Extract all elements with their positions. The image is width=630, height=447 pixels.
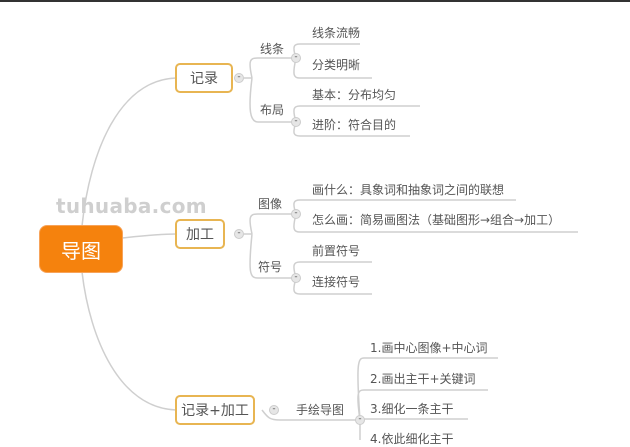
collapse-toggle-buju[interactable]: -: [291, 117, 301, 127]
connector-jiagong-sub: [244, 213, 296, 279]
main-topic-jilu[interactable]: 记录: [175, 63, 233, 93]
leaf-topic[interactable]: 进阶：符合目的: [312, 118, 397, 132]
collapse-toggle-jilu[interactable]: -: [234, 73, 244, 83]
connector-root-jilu: [81, 77, 177, 227]
leaf-topic[interactable]: 2.画出主干+关键词: [370, 372, 476, 386]
watermark-text: tuhuaba.com: [56, 194, 207, 218]
leaf-topic[interactable]: 1.画中心图像+中心词: [370, 341, 488, 355]
subtopic-tuxiang[interactable]: 图像: [258, 197, 283, 211]
main-topic-jiagong[interactable]: 加工: [175, 219, 225, 249]
subtopic-xiantiao[interactable]: 线条: [260, 42, 285, 56]
connector-root-jilujiagong: [81, 271, 177, 411]
subtopic-shouhui[interactable]: 手绘导图: [296, 403, 345, 417]
connector-jjg-sub: [261, 409, 356, 421]
connector-root-jiagong: [121, 233, 177, 239]
collapse-toggle-jiagong[interactable]: -: [234, 229, 244, 239]
central-topic[interactable]: 导图: [40, 226, 122, 272]
subtopic-fuhao[interactable]: 符号: [258, 260, 283, 274]
leaf-topic[interactable]: 怎么画：简易画图法（基础图形→组合→加工）: [312, 213, 561, 227]
leaf-topic[interactable]: 前置符号: [312, 244, 361, 258]
subtopic-buju[interactable]: 布局: [260, 103, 285, 117]
connector-shouhui: [357, 357, 498, 440]
main-topic-jilu-jiagong[interactable]: 记录+加工: [175, 395, 255, 425]
leaf-topic[interactable]: 4.依此细化主干: [370, 432, 454, 446]
leaf-topic[interactable]: 分类明晰: [312, 58, 361, 72]
leaf-topic[interactable]: 线条流畅: [312, 26, 361, 40]
leaf-topic[interactable]: 画什么：具象词和抽象词之间的联想: [312, 183, 505, 197]
collapse-toggle-fuhao[interactable]: -: [291, 273, 301, 283]
leaf-topic[interactable]: 基本：分布均匀: [312, 88, 397, 102]
collapse-toggle-tuxiang[interactable]: -: [291, 209, 301, 219]
leaf-topic[interactable]: 连接符号: [312, 275, 361, 289]
leaf-topic[interactable]: 3.细化一条主干: [370, 402, 454, 416]
top-border: [0, 0, 630, 2]
collapse-toggle-shouhui[interactable]: -: [355, 415, 365, 425]
collapse-toggle-jilu-jiagong[interactable]: -: [269, 405, 279, 415]
collapse-toggle-xiantiao[interactable]: -: [291, 53, 301, 63]
connector-jilu-sub: [244, 57, 296, 123]
